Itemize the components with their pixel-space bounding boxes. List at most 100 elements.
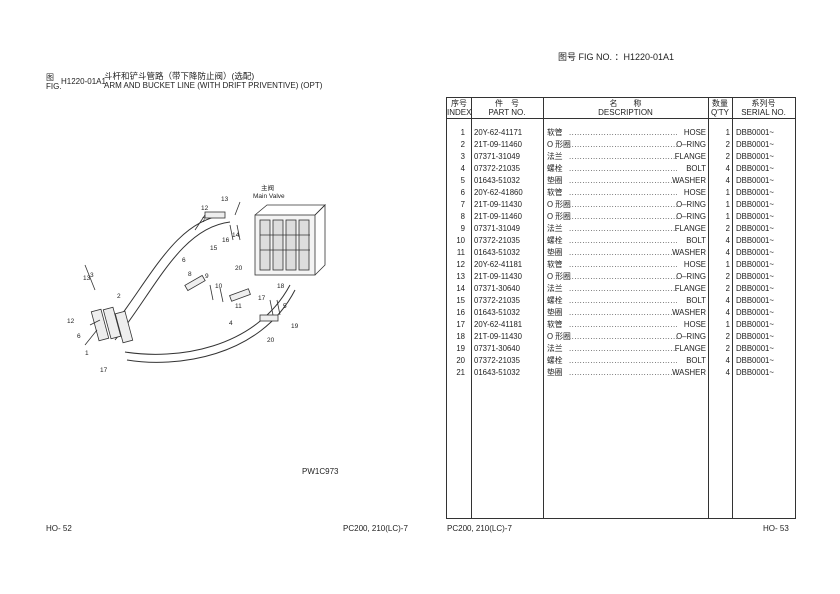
row-desc-en: FLANGE xyxy=(674,224,706,233)
row-serial: DBB0001~ xyxy=(736,320,774,329)
row-qty: 4 xyxy=(725,356,730,365)
row-index: 9 xyxy=(460,224,465,233)
row-qty: 2 xyxy=(725,332,730,341)
row-part-no: 21T-09-11430 xyxy=(474,332,522,341)
row-leader-dots: ........................................… xyxy=(569,332,677,341)
row-index: 1 xyxy=(460,128,465,137)
row-leader-dots: ........................................… xyxy=(569,200,677,209)
row-desc-en: HOSE xyxy=(683,320,706,329)
row-index: 6 xyxy=(460,188,465,197)
row-index: 2 xyxy=(460,140,465,149)
row-desc-zh: 垫圈 xyxy=(547,368,563,377)
callout-20: 13 xyxy=(83,275,91,282)
row-index: 13 xyxy=(456,272,465,281)
callout-1: 13 xyxy=(221,196,229,203)
row-desc-zh: 垫圈 xyxy=(547,308,563,317)
row-index: 15 xyxy=(456,296,465,305)
row-desc-en: O–RING xyxy=(676,212,706,221)
title-en: ARM AND BUCKET LINE (WITH DRIFT PRIVENTI… xyxy=(104,81,323,90)
fig-no-right: 图号 FIG NO. ：H1220-01A1 xyxy=(558,52,675,62)
callout-2: 12 xyxy=(201,205,209,212)
row-desc-zh: 软管 xyxy=(547,260,563,269)
row-qty: 1 xyxy=(725,188,730,197)
row-qty: 2 xyxy=(725,284,730,293)
row-serial: DBB0001~ xyxy=(736,332,774,341)
row-serial: DBB0001~ xyxy=(736,368,774,377)
row-part-no: 20Y-62-41171 xyxy=(474,128,523,137)
row-part-no: 21T-09-11430 xyxy=(474,272,522,281)
exploded-diagram: 主阀 Main Valve 13 12 14 16 7 15 6 20 10 9… xyxy=(55,180,355,380)
row-qty: 1 xyxy=(725,212,730,221)
row-index: 11 xyxy=(456,248,465,257)
row-qty: 2 xyxy=(725,224,730,233)
row-desc-zh: 法兰 xyxy=(547,224,563,233)
row-index: 8 xyxy=(460,212,465,221)
row-leader-dots: ........................................… xyxy=(569,128,677,137)
row-part-no: 07372-21035 xyxy=(474,296,520,305)
callout-10: 9 xyxy=(205,273,209,280)
row-leader-dots: ........................................… xyxy=(569,212,677,221)
row-leader-dots: ........................................… xyxy=(569,176,677,185)
row-qty: 4 xyxy=(725,308,730,317)
row-index: 21 xyxy=(456,368,465,377)
row-part-no: 01643-51032 xyxy=(474,248,520,257)
row-desc-en: WASHER xyxy=(672,368,706,377)
row-serial: DBB0001~ xyxy=(736,224,774,233)
row-leader-dots: ........................................… xyxy=(569,164,677,173)
row-serial: DBB0001~ xyxy=(736,296,774,305)
row-leader-dots: ........................................… xyxy=(569,272,677,281)
row-serial: DBB0001~ xyxy=(736,236,774,245)
row-leader-dots: ........................................… xyxy=(569,140,677,149)
callout-25: 20 xyxy=(267,337,275,344)
main-valve-label-zh: 主阀 xyxy=(261,183,274,192)
row-desc-en: WASHER xyxy=(672,176,706,185)
row-index: 17 xyxy=(456,320,465,329)
row-qty: 1 xyxy=(725,128,730,137)
row-desc-en: FLANGE xyxy=(674,284,706,293)
row-desc-zh: O 形圈 xyxy=(547,212,571,221)
row-serial: DBB0001~ xyxy=(736,128,774,137)
row-index: 16 xyxy=(456,308,465,317)
row-index: 20 xyxy=(456,356,465,365)
row-desc-zh: 螺栓 xyxy=(547,236,563,245)
row-leader-dots: ........................................… xyxy=(569,368,677,377)
row-qty: 2 xyxy=(725,152,730,161)
page-number-right: HO- 53 xyxy=(763,524,789,533)
row-leader-dots: ........................................… xyxy=(569,248,677,257)
row-serial: DBB0001~ xyxy=(736,140,774,149)
callout-6: 15 xyxy=(210,245,218,252)
row-desc-en: BOLT xyxy=(686,164,706,173)
row-serial: DBB0001~ xyxy=(736,356,774,365)
callout-18: 1 xyxy=(85,350,89,357)
callout-8: 20 xyxy=(235,265,243,272)
callout-9: 10 xyxy=(215,283,223,290)
row-serial: DBB0001~ xyxy=(736,188,774,197)
row-part-no: 01643-51032 xyxy=(474,176,520,185)
row-leader-dots: ........................................… xyxy=(569,344,677,353)
row-desc-en: BOLT xyxy=(686,236,706,245)
callout-22: 4 xyxy=(229,320,233,327)
callout-17: 6 xyxy=(77,333,81,340)
page-number-left: HO- 52 xyxy=(46,524,72,533)
row-qty: 4 xyxy=(725,176,730,185)
main-valve-label-en: Main Valve xyxy=(253,193,285,200)
row-index: 3 xyxy=(460,152,465,161)
fig-label-zh: 图 xyxy=(46,73,54,82)
row-part-no: 21T-09-11460 xyxy=(474,140,522,149)
row-desc-zh: 螺栓 xyxy=(547,296,563,305)
row-desc-en: HOSE xyxy=(683,128,706,137)
row-serial: DBB0001~ xyxy=(736,176,774,185)
diagram-svg: 主阀 Main Valve 13 12 14 16 7 15 6 20 10 9… xyxy=(67,183,326,374)
callout-5: 7 xyxy=(202,217,206,224)
row-desc-zh: 软管 xyxy=(547,188,563,197)
callout-23: 5 xyxy=(283,303,287,310)
